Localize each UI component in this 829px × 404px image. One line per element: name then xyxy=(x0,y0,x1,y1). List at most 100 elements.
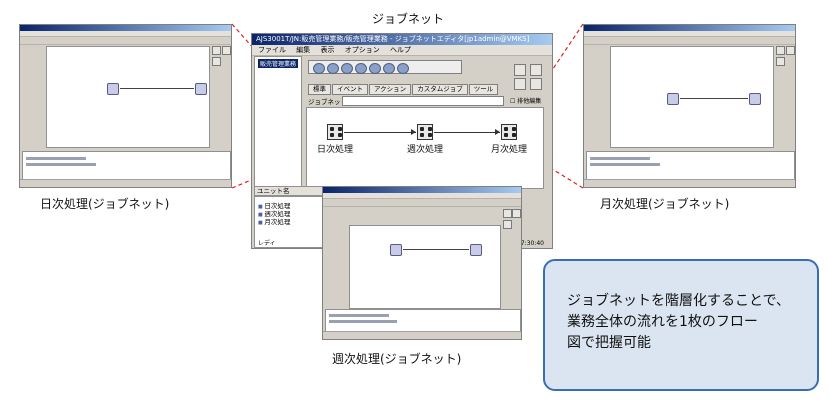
job-monthly-icon[interactable] xyxy=(501,124,517,140)
menu-options[interactable]: オプション xyxy=(344,46,380,54)
job-weekly-icon[interactable] xyxy=(417,124,433,140)
monthly-window-toolbar xyxy=(584,37,795,45)
event-tool-icon[interactable] xyxy=(341,63,353,74)
monthly-side-button-2[interactable] xyxy=(786,46,795,55)
weekly-window-titlebar xyxy=(323,187,521,193)
menu-view[interactable]: 表示 xyxy=(320,46,335,54)
weekly-unit-list xyxy=(325,309,521,333)
weekly-side-button-2[interactable] xyxy=(512,209,521,218)
weekly-window-toolbar xyxy=(323,199,521,207)
job-daily-icon[interactable] xyxy=(327,124,343,140)
daily-status-bar xyxy=(20,179,231,187)
weekly-flow-canvas xyxy=(349,225,501,309)
unit-item-monthly[interactable]: 月次処理 xyxy=(258,216,290,226)
tab-event[interactable]: イベント xyxy=(332,84,368,95)
monthly-side-button-1[interactable] xyxy=(776,46,785,55)
monthly-side-button-3[interactable] xyxy=(776,57,785,66)
daily-side-button-1[interactable] xyxy=(212,46,221,55)
weekly-side-button-3[interactable] xyxy=(503,220,512,229)
weekly-side-button-1[interactable] xyxy=(503,209,512,218)
menu-help[interactable]: ヘルプ xyxy=(389,46,411,54)
custom-tool-icon[interactable] xyxy=(369,63,381,74)
flow-arrow-head-1 xyxy=(411,129,416,135)
weekly-jobnet-window xyxy=(322,186,522,340)
flow-arrow-1 xyxy=(344,132,416,133)
job-daily-label: 日次処理 xyxy=(317,142,354,155)
flow-arrow-head-2 xyxy=(495,129,500,135)
job-monthly-label: 月次処理 xyxy=(491,142,528,155)
palette-tabs: 標準イベントアクションカスタムジョブツール xyxy=(308,84,499,95)
daily-unit-row xyxy=(26,163,96,166)
unit-panel: ユニット名 日次処理 週次処理 月次処理 xyxy=(252,186,552,248)
daily-unit-row xyxy=(26,157,86,160)
tab-tool[interactable]: ツール xyxy=(468,84,499,95)
job-weekly-label: 週次処理 xyxy=(407,142,444,155)
jobnet-field-label: ジョブネット: xyxy=(308,98,350,106)
daily-window-titlebar xyxy=(20,25,231,31)
weekly-flow-arrow xyxy=(403,249,469,250)
flow-canvas: 日次処理 週次処理 月次処理 xyxy=(306,107,544,189)
weekly-job-1[interactable] xyxy=(390,244,402,256)
daily-flow-canvas xyxy=(46,46,210,148)
unit-column-header: ユニット名 xyxy=(254,186,328,196)
weekly-window-menubar xyxy=(323,193,521,199)
menu-file[interactable]: ファイル xyxy=(258,46,286,54)
exclusive-edit-checkbox[interactable]: ☐ 排他編集 xyxy=(510,98,542,105)
side-button-2[interactable] xyxy=(530,64,542,76)
unit-tree-pane: 販売管理業務 xyxy=(254,56,302,208)
unit-item-weekly[interactable]: 週次処理 xyxy=(258,208,290,218)
tree-node-selected[interactable]: 販売管理業務 xyxy=(258,59,299,68)
daily-job-1[interactable] xyxy=(107,83,119,95)
daily-side-button-2[interactable] xyxy=(222,46,231,55)
window-title: AJS3001T/JN:販売管理業務/販売管理業務 - ジョブネットエディタ[j… xyxy=(252,34,552,45)
monthly-job-1[interactable] xyxy=(667,93,679,105)
unit-item-daily[interactable]: 日次処理 xyxy=(258,200,290,210)
weekly-job-2[interactable] xyxy=(470,244,482,256)
caption-jobnet: ジョブネット xyxy=(372,12,445,26)
jobnet-field[interactable] xyxy=(342,96,504,106)
monthly-jobnet-window xyxy=(583,24,796,188)
tab-action[interactable]: アクション xyxy=(369,84,412,95)
monthly-flow-canvas xyxy=(610,46,774,148)
monthly-unit-list xyxy=(586,151,795,181)
monthly-status-bar xyxy=(584,179,795,187)
status-time: 17:30:40 xyxy=(517,240,544,247)
job-tool-icon[interactable] xyxy=(327,63,339,74)
tool-icon[interactable] xyxy=(397,63,409,74)
caption-monthly: 月次処理(ジョブネット) xyxy=(600,197,730,211)
caption-weekly: 週次処理(ジョブネット) xyxy=(332,352,462,366)
explanation-note-text: ジョブネットを階層化することで、 業務全体の流れを1枚のフロー 図で把握可能 xyxy=(567,293,791,351)
menu-edit[interactable]: 編集 xyxy=(296,46,311,54)
jobnet-tool-icon[interactable] xyxy=(313,63,325,74)
side-button-1[interactable] xyxy=(514,64,526,76)
daily-side-button-3[interactable] xyxy=(212,57,221,66)
menu-bar: ファイル 編集 表示 オプション ヘルプ xyxy=(252,45,552,56)
daily-unit-list xyxy=(22,151,231,181)
explanation-note: ジョブネットを階層化することで、 業務全体の流れを1枚のフロー 図で把握可能 xyxy=(543,259,819,391)
monthly-window-menubar xyxy=(584,31,795,37)
monthly-window-titlebar xyxy=(584,25,795,31)
daily-window-menubar xyxy=(20,31,231,37)
monthly-unit-row xyxy=(590,157,650,160)
daily-window-toolbar xyxy=(20,37,231,45)
weekly-unit-row xyxy=(329,320,397,323)
side-button-3[interactable] xyxy=(514,78,526,90)
exclusive-edit-label: 排他編集 xyxy=(517,98,542,105)
action-tool-icon[interactable] xyxy=(355,63,367,74)
weekly-status-bar xyxy=(323,331,521,339)
weekly-unit-row xyxy=(329,314,389,317)
icon-toolbar xyxy=(308,60,462,74)
monthly-unit-row xyxy=(590,163,660,166)
caption-daily: 日次処理(ジョブネット) xyxy=(40,197,170,211)
monthly-flow-arrow xyxy=(680,98,748,99)
flow-arrow-2 xyxy=(434,132,500,133)
side-button-4[interactable] xyxy=(530,78,542,90)
daily-jobnet-window xyxy=(19,24,232,188)
monthly-job-2[interactable] xyxy=(749,93,761,105)
connect-tool-icon[interactable] xyxy=(383,63,395,74)
tab-custom-job[interactable]: カスタムジョブ xyxy=(412,84,468,95)
unit-list: 日次処理 週次処理 月次処理 xyxy=(254,196,326,248)
daily-job-2[interactable] xyxy=(195,83,207,95)
tab-standard[interactable]: 標準 xyxy=(308,84,331,95)
status-ready: レディ xyxy=(258,240,276,247)
